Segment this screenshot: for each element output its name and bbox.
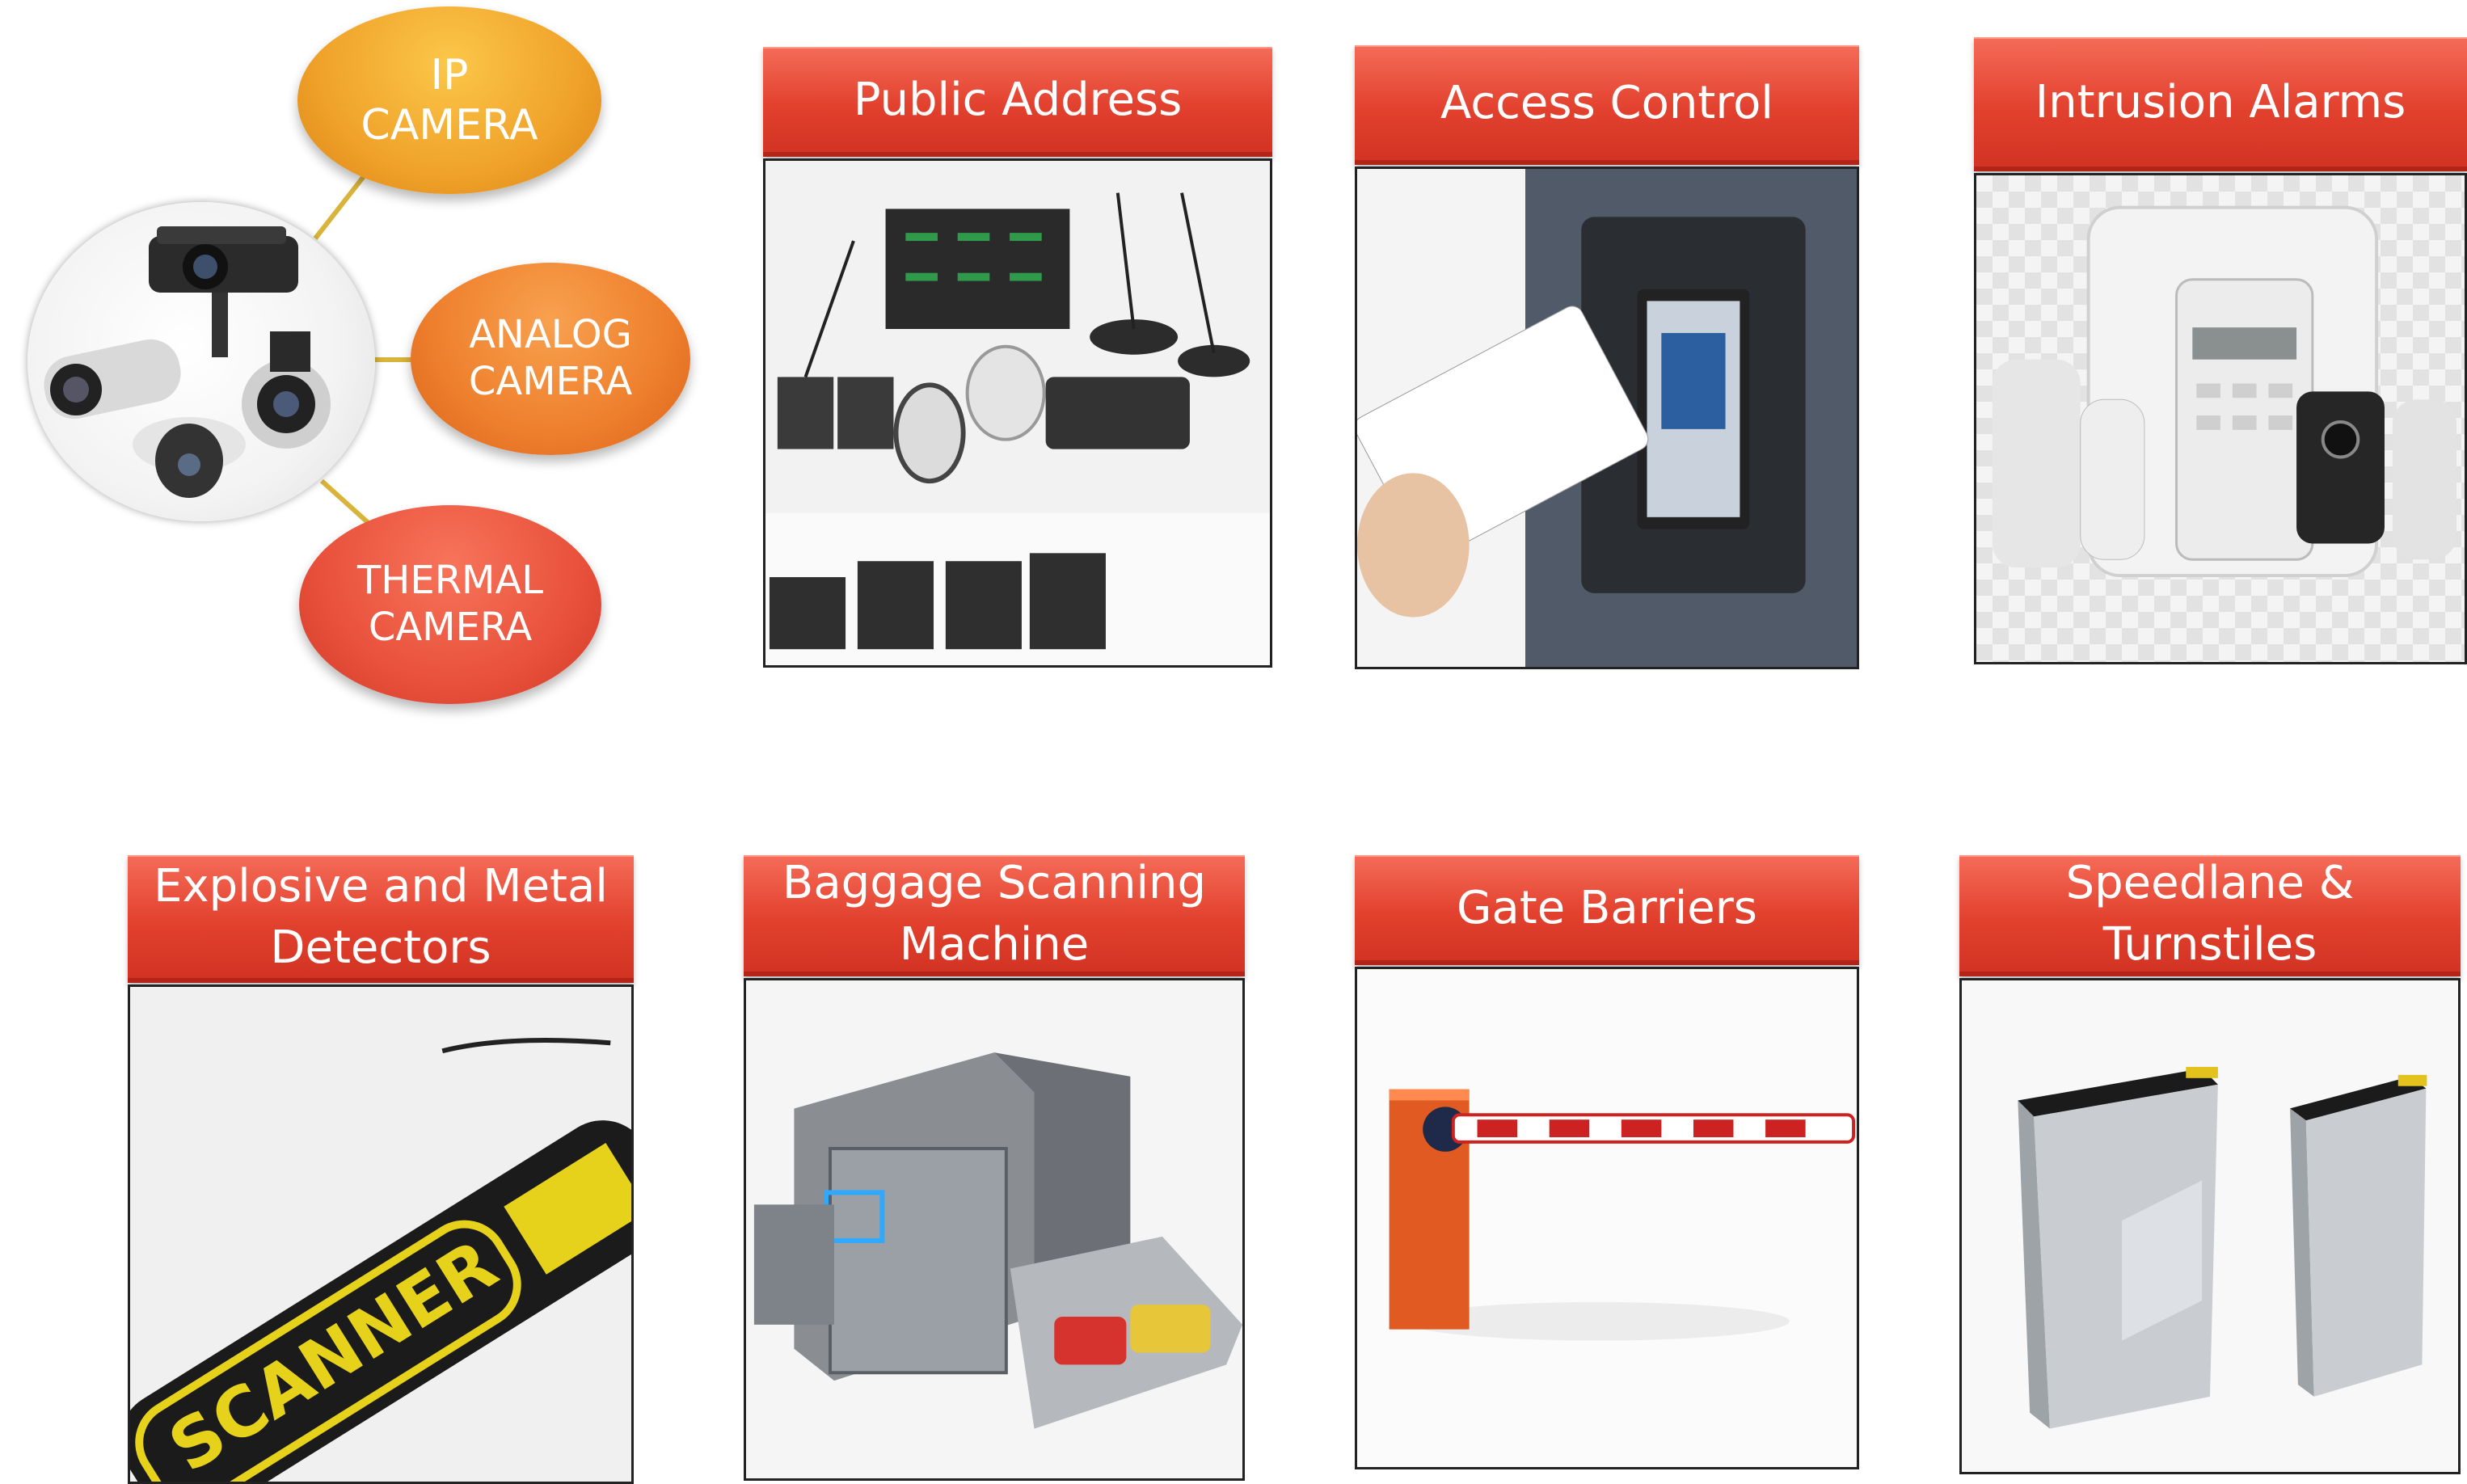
analog-camera-badge: ANALOG CAMERA xyxy=(411,263,690,455)
boom-barrier-illustration xyxy=(1357,969,1857,1467)
card-gate-barriers-header: Gate Barriers xyxy=(1355,855,1859,965)
card-baggage-scanning-title-line1: Baggage Scanning xyxy=(782,857,1207,910)
handheld-scanner-illustration: SCANNER xyxy=(130,987,631,1482)
cctv-cameras-illustration xyxy=(44,226,331,498)
gate-barriers-image xyxy=(1355,967,1859,1469)
ip-camera-label-line1: IP xyxy=(430,50,469,99)
access-control-reader-illustration xyxy=(1357,169,1857,667)
camera-group-image xyxy=(27,202,375,521)
card-gate-barriers: Gate Barriers xyxy=(1355,855,1859,1469)
baggage-xray-machine-illustration xyxy=(746,980,1242,1478)
card-intrusion-alarms-title: Intrusion Alarms xyxy=(2035,76,2406,129)
card-public-address-title: Public Address xyxy=(853,74,1183,127)
thermal-camera-label-line1: THERMAL xyxy=(356,558,544,604)
card-baggage-scanning-title-line2: Machine xyxy=(899,918,1090,971)
public-address-image xyxy=(763,158,1272,668)
access-control-image xyxy=(1355,167,1859,669)
ip-camera-label-line2: CAMERA xyxy=(361,101,538,150)
public-address-equipment-illustration xyxy=(765,161,1270,665)
baggage-scanning-image xyxy=(744,978,1245,1481)
connector-analog xyxy=(373,357,419,362)
speedlane-turnstiles-illustration xyxy=(1962,980,2458,1472)
card-intrusion-alarms-header: Intrusion Alarms xyxy=(1974,37,2467,171)
analog-camera-label-line2: CAMERA xyxy=(468,359,633,404)
card-speedlane: Speedlane & Turnstiles xyxy=(1959,855,2461,1474)
card-speedlane-title-line1: Speedlane & xyxy=(2065,857,2355,910)
card-gate-barriers-title: Gate Barriers xyxy=(1457,882,1757,935)
card-baggage-scanning-header: Baggage Scanning Machine xyxy=(744,855,1245,976)
intrusion-alarm-kit-illustration xyxy=(1992,205,2457,578)
card-intrusion-alarms: Intrusion Alarms xyxy=(1974,37,2467,664)
card-explosive-detectors-header: Explosive and Metal Detectors xyxy=(128,855,634,983)
card-explosive-detectors: Explosive and Metal Detectors SCANNER xyxy=(128,855,634,1484)
intrusion-alarms-image xyxy=(1974,173,2467,664)
card-explosive-detectors-title-line1: Explosive and Metal xyxy=(154,860,608,913)
card-speedlane-header: Speedlane & Turnstiles xyxy=(1959,855,2461,976)
ip-camera-badge: IP CAMERA xyxy=(297,6,601,194)
explosive-detectors-image: SCANNER xyxy=(128,984,634,1484)
card-baggage-scanning: Baggage Scanning Machine xyxy=(744,855,1245,1481)
analog-camera-label-line1: ANALOG xyxy=(469,312,632,358)
card-public-address-header: Public Address xyxy=(763,47,1272,157)
thermal-camera-label-line2: CAMERA xyxy=(368,605,533,650)
card-explosive-detectors-title-line2: Detectors xyxy=(270,921,491,974)
card-speedlane-title-line2: Turnstiles xyxy=(2102,918,2317,971)
speedlane-image xyxy=(1959,978,2461,1474)
card-access-control: Access Control xyxy=(1355,45,1859,669)
card-public-address: Public Address xyxy=(763,47,1272,668)
card-access-control-title: Access Control xyxy=(1440,77,1773,130)
thermal-camera-badge: THERMAL CAMERA xyxy=(299,505,601,704)
card-access-control-header: Access Control xyxy=(1355,45,1859,165)
